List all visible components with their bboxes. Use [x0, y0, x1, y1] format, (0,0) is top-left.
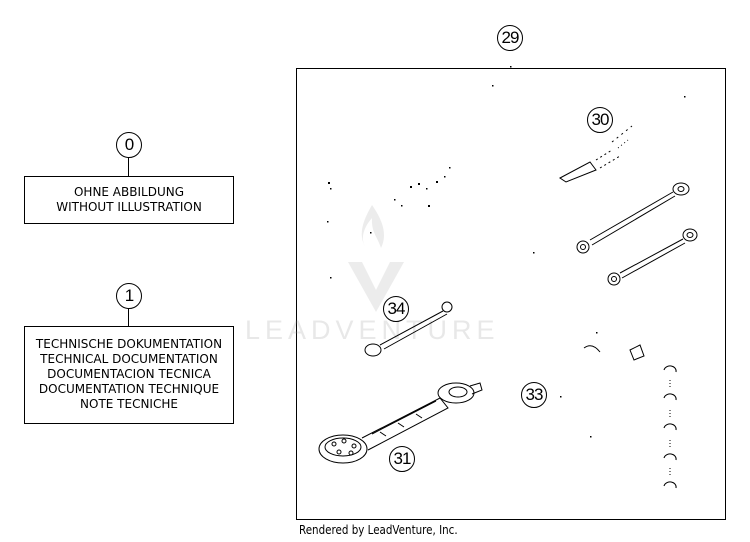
- part-31-spoke-wrench: [318, 382, 483, 464]
- callout-31[interactable]: 31: [389, 446, 415, 472]
- documentation-line-5: NOTE TECNICHE: [80, 397, 178, 411]
- leader-line-0: [128, 158, 129, 176]
- technical-documentation-box: TECHNISCHE DOKUMENTATION TECHNICAL DOCUM…: [24, 326, 234, 424]
- kit-scattered-marks: [327, 66, 686, 438]
- documentation-line-2: TECHNICAL DOCUMENTATION: [40, 352, 218, 366]
- without-illustration-line-2: WITHOUT ILLUSTRATION: [56, 200, 202, 214]
- footer-credit: Rendered by LeadVenture, Inc.: [299, 523, 458, 537]
- callout-0[interactable]: 0: [116, 132, 142, 158]
- watermark-logo-icon: [348, 205, 404, 312]
- callout-34[interactable]: 34: [383, 296, 409, 322]
- documentation-line-3: DOCUMENTACION TECNICA: [47, 367, 211, 381]
- documentation-line-4: DOCUMENTATION TECHNIQUE: [38, 382, 220, 396]
- part-34-rod-wrench: [364, 301, 453, 357]
- part-combination-wrench-lower: [607, 228, 698, 286]
- without-illustration-line-1: OHNE ABBILDUNG: [73, 185, 185, 199]
- callout-29[interactable]: 29: [497, 25, 523, 51]
- callout-1[interactable]: 1: [116, 283, 142, 309]
- documentation-line-1: TECHNISCHE DOKUMENTATION: [35, 337, 223, 351]
- callout-30[interactable]: 30: [587, 107, 613, 133]
- leader-line-1: [128, 309, 129, 326]
- toolkit-frame: [296, 68, 726, 520]
- part-33-small-parts: [583, 344, 677, 489]
- part-30-screwdriver: [559, 125, 633, 183]
- callout-33[interactable]: 33: [521, 382, 547, 408]
- watermark-text: LEADVENTURE: [245, 315, 500, 345]
- part-combination-wrench-upper: [576, 182, 690, 254]
- without-illustration-box: OHNE ABBILDUNG WITHOUT ILLUSTRATION: [24, 176, 234, 224]
